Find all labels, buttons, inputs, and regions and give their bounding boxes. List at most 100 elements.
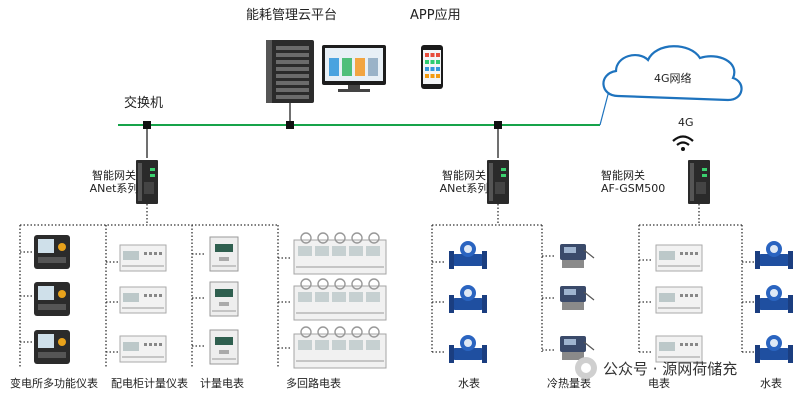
app-icon [430,74,435,78]
water-meter-a-2 [449,285,487,313]
gateway-2-line2: ANet系列 [439,182,489,195]
pipe-body [758,254,790,266]
meter-key [685,252,688,255]
ct-ring [368,278,380,290]
channel-lcd [366,292,380,302]
gateway-1-line1: 智能网关 [92,169,136,182]
meter-lcd [123,342,139,351]
water-meter-b-1 [755,241,793,269]
heat-pipe [562,302,584,310]
flange-right [482,295,487,313]
cloud-icon [602,45,743,102]
channel-lcd [366,340,380,350]
meter-lcd [38,334,54,348]
ct-ring [300,326,312,338]
ct-ring [334,326,346,338]
meter-lcd [38,239,54,253]
gateway-port [495,182,505,194]
ct-ring [368,326,380,338]
meter-body [293,333,387,369]
channel-lcd [332,340,346,350]
ct-ring [317,232,329,244]
cloud-label: 4G网络 [654,72,692,85]
gateway-3-label: 智能网关 AF-GSM500 [601,169,665,195]
heat-meter-1 [560,244,595,268]
meter-key [685,294,688,297]
multiloop-meter-3 [293,326,387,369]
server-bay [276,53,309,57]
heat-meter-3 [560,336,595,360]
cabinet-meter-2 [119,286,167,314]
app-icon [436,67,440,71]
pipe-body [452,348,484,360]
gateway-port [696,182,706,194]
ct-ring [300,232,312,244]
meter-lcd [215,337,233,345]
meter-key [690,252,693,255]
device-label-meter: 计量电表 [200,377,244,390]
server-side [266,40,272,103]
meter-key [690,343,693,346]
meter-key [154,294,157,297]
gateway-led [501,168,506,171]
gateway-1-label: 智能网关 ANet系列 [79,169,149,195]
meter-key [149,294,152,297]
meter-body [655,286,703,314]
meter-dial [464,289,472,297]
meter-body [119,286,167,314]
flange-left [755,345,760,363]
device-label-substation: 变电所多功能仪表 [10,377,98,390]
ct-ring [317,326,329,338]
app-icon [425,74,429,78]
channel-lcd [349,292,363,302]
electric-meter-1 [655,244,703,272]
substation-meter-2 [34,282,70,316]
flange-right [788,295,793,313]
channel-lcd [349,246,363,256]
bus-node-3 [494,121,502,129]
heat-pipe [562,352,584,360]
meter-key [690,294,693,297]
meter-key [695,294,698,297]
meter-dial [770,339,778,347]
flange-left [449,295,454,313]
meter-body [209,236,239,272]
gateway-led [501,174,506,177]
meter-key [219,350,229,354]
heat-sensor-cable [583,341,595,351]
app-icon [425,67,429,71]
heat-lcd [564,247,576,253]
meter-knob [58,290,66,298]
app-icon [425,53,429,57]
ct-ring [317,278,329,290]
channel-lcd [298,340,312,350]
substation-meter-3 [34,330,70,364]
network-bus [118,82,612,158]
wifi-icon [672,135,694,151]
server-bay [276,81,309,85]
meter-key [144,343,147,346]
bus-node-2 [286,121,294,129]
meter-key [695,343,698,346]
signal-label: 4G [678,116,694,129]
meter-key [680,343,683,346]
gateway-led [702,174,707,177]
meter-lcd [38,286,54,300]
server-bay [276,67,309,71]
gateway-1-line2: ANet系列 [89,182,139,195]
meter-key [144,252,147,255]
monitor-base [338,89,370,92]
platform-title: 能耗管理云平台 [246,8,338,23]
server-bay [276,46,309,50]
gateway-rail [489,163,493,201]
ct-ring [351,326,363,338]
bus-node-1 [143,121,151,129]
channel-lcd [298,292,312,302]
meter-key [685,343,688,346]
ct-ring [351,232,363,244]
server-bay [276,74,309,78]
ct-ring [351,278,363,290]
server-bay [276,88,309,92]
meter-lcd [123,251,139,260]
